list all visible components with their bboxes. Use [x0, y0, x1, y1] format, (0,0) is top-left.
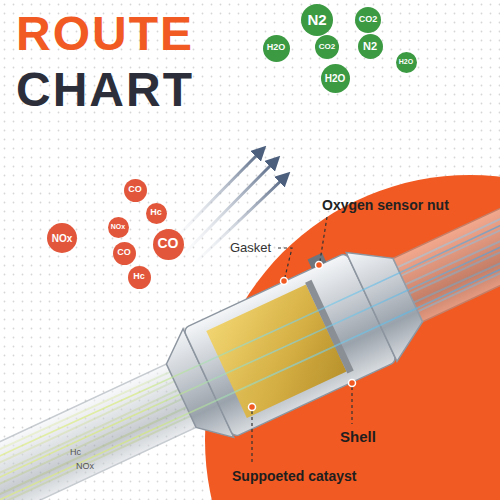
part-label: Gasket: [230, 240, 271, 256]
flow-arrow: [196, 176, 286, 262]
leader-dot: [249, 404, 256, 411]
flow-arrows: [178, 150, 286, 262]
molecule-formula: N2: [307, 12, 326, 29]
part-label: Suppoeted catayst: [232, 468, 356, 485]
leader-line: [278, 248, 292, 277]
molecule-formula: CO: [117, 248, 131, 258]
molecule-circle: NOx: [47, 223, 77, 253]
molecule-circle: Hc: [128, 266, 151, 289]
molecule-formula: CO2: [319, 43, 335, 52]
flow-arrow: [186, 160, 276, 252]
molecule-formula: CO: [158, 236, 179, 251]
molecule-circle: CO: [153, 229, 184, 260]
molecule-formula: NOx: [111, 223, 125, 231]
part-label: Oxygen sensor nut: [322, 197, 449, 214]
molecule-formula: NOx: [52, 233, 73, 244]
streak: [0, 193, 500, 500]
streak: [0, 203, 500, 500]
molecule-circle: N2: [358, 34, 383, 59]
molecule-formula: CO2: [359, 15, 378, 25]
gas-label: NOx: [76, 461, 94, 472]
part-label-box: Gasket: [230, 240, 271, 256]
outlet-pipe: [393, 203, 500, 321]
molecule-formula: Hc: [150, 208, 162, 218]
gas-streaks-front: [0, 190, 500, 500]
molecule-circle: NOx: [108, 217, 129, 238]
part-label-box: Oxygen sensor nut: [322, 197, 449, 214]
subtitle-box: CHART: [16, 64, 194, 116]
molecule-circle: H2O: [321, 64, 350, 93]
gas-label: Hc: [70, 447, 81, 458]
molecule-circle: H2O: [263, 35, 290, 62]
catalytic-converter: [0, 146, 500, 500]
molecule-circle: CO: [124, 179, 147, 202]
sensor-nut: [308, 253, 327, 269]
gas-streaks: [0, 184, 500, 500]
molecule-formula: N2: [363, 40, 377, 52]
leader-dot: [349, 380, 356, 387]
molecule-formula: H2O: [399, 58, 413, 66]
molecule-circle: CO2: [315, 35, 339, 59]
leader-line: [320, 217, 327, 261]
subtitle: CHART: [16, 64, 194, 116]
streak: [0, 207, 500, 500]
leader-line: [251, 411, 252, 464]
molecule-circle: N2: [301, 4, 333, 36]
leader-dot: [316, 262, 323, 269]
streak: [0, 226, 500, 500]
part-label-box: Shell: [340, 428, 376, 446]
gas-label-box: NOx: [76, 461, 94, 472]
gas-label-box: Hc: [70, 447, 81, 458]
molecule-circle: CO: [113, 242, 136, 265]
part-label: Shell: [340, 428, 376, 446]
title: ROUTE: [16, 8, 194, 60]
molecule-circle: CO2: [355, 7, 381, 33]
molecule-circle: Hc: [146, 203, 167, 224]
molecule-circle: H2O: [396, 52, 417, 73]
molecule-formula: H2O: [267, 43, 286, 53]
leader-dot: [281, 278, 288, 285]
title-box: ROUTE: [16, 8, 194, 60]
molecule-formula: CO: [128, 185, 142, 195]
part-label-box: Suppoeted catayst: [232, 468, 356, 485]
molecule-formula: H2O: [325, 73, 346, 84]
molecule-formula: Hc: [133, 272, 145, 282]
leader-dots: [249, 262, 356, 411]
leader-line: [351, 387, 352, 424]
flow-arrow: [178, 150, 262, 236]
streak: [0, 190, 500, 500]
